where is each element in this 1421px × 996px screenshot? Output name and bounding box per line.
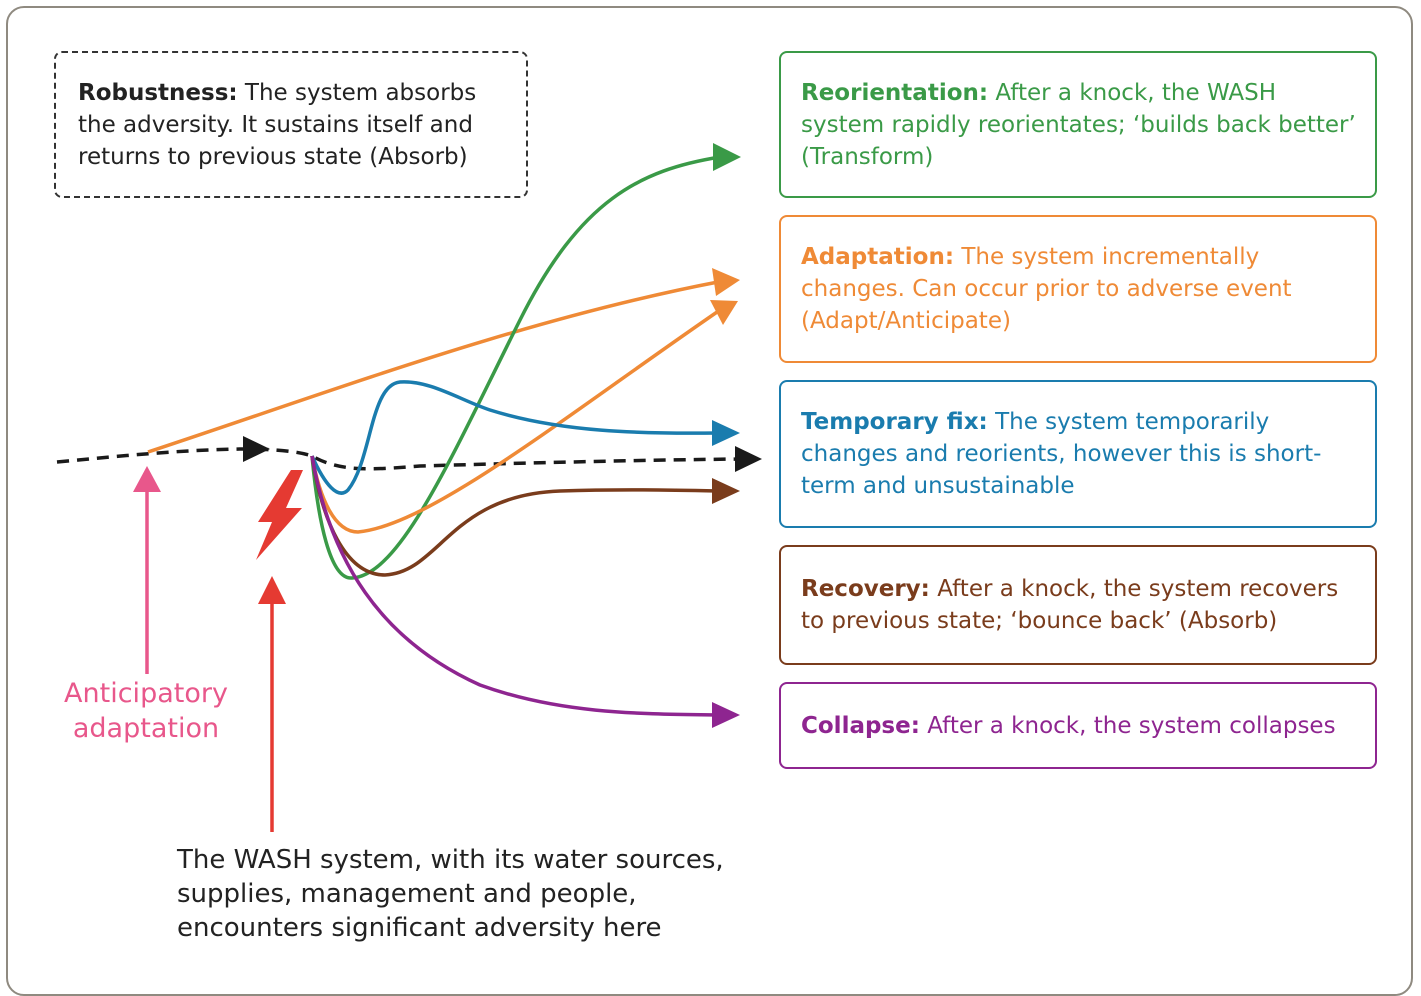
adversity-label: The WASH system, with its water sources,… (177, 845, 724, 943)
adaptation-arrowhead (710, 300, 738, 325)
collapse-arrowhead (712, 702, 740, 728)
adaptation-curve (310, 308, 721, 534)
adversity-pointer-arrowhead (258, 576, 286, 604)
collapse-box: Collapse: After a knock, the system coll… (779, 682, 1377, 769)
baseline-mid-arrowhead (243, 436, 270, 462)
collapse-text: After a knock, the system collapses (927, 712, 1336, 739)
adaptation-box: Adaptation: The system incrementally cha… (779, 215, 1377, 363)
reorientation-arrowhead (713, 143, 741, 171)
baseline-end-arrowhead (735, 446, 762, 472)
lightning-bolt-icon (256, 470, 303, 560)
temporary-fix-title: Temporary fix: (801, 409, 988, 435)
adaptation-text: The system incrementally changes. Can oc… (801, 244, 1292, 334)
temporary-fix-box: Temporary fix: The system temporarily ch… (779, 380, 1377, 528)
collapse-curve (310, 455, 719, 717)
anticipatory-pointer-arrowhead (133, 466, 161, 492)
collapse-title: Collapse: (801, 712, 920, 739)
reorientation-text: After a knock, the WASH system rapidly r… (801, 79, 1356, 170)
temporary-fix-curve (310, 380, 719, 495)
reorientation-box: Reorientation: After a knock, the WASH s… (779, 51, 1377, 198)
recovery-curve (310, 455, 719, 577)
recovery-box: Recovery: After a knock, the system reco… (779, 545, 1377, 665)
robustness-title: Robustness: (78, 79, 238, 106)
temporary-fix-arrowhead (712, 420, 740, 446)
anticipatory-adaptation-arrowhead (712, 268, 740, 296)
temporary-fix-text: The system temporarily changes and reori… (801, 409, 1322, 499)
recovery-arrowhead (712, 478, 740, 504)
adaptation-title: Adaptation: (801, 244, 955, 270)
reorientation-title: Reorientation: (801, 79, 989, 106)
recovery-title: Recovery: (801, 576, 930, 602)
anticipatory-adaptation-curve (147, 280, 719, 454)
recovery-text: After a knock, the system recovers to pr… (801, 576, 1339, 634)
robustness-box: Robustness: The system absorbs the adver… (54, 51, 528, 198)
robustness-text: The system absorbs the adversity. It sus… (78, 79, 477, 170)
anticipatory-adaptation-label: Anticipatory adaptation (64, 678, 228, 744)
reorientation-curve (310, 155, 721, 580)
baseline-trajectory (56, 447, 741, 471)
